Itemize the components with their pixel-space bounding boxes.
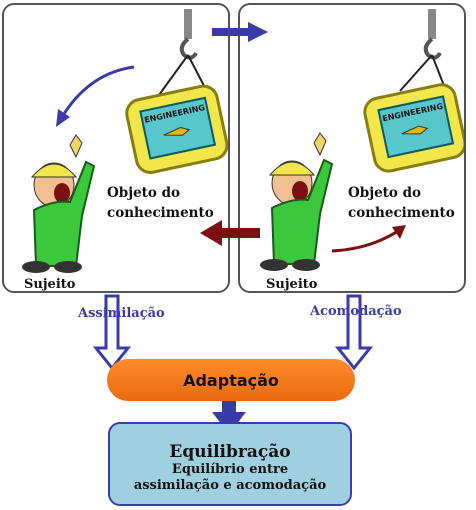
arrowhead-blue-icon <box>56 109 70 127</box>
bucket-icon: ENGINEERING <box>125 84 228 174</box>
equilibration-box: Equilibração Equilíbrio entre assimilaçã… <box>108 422 352 506</box>
crane-hook-icon <box>158 9 215 106</box>
accommodation-label: Acomodação <box>310 304 402 319</box>
person-icon <box>22 134 96 273</box>
adaptation-label: Adaptação <box>183 370 279 390</box>
accommodation-illustration: ENGINEERING <box>260 9 464 271</box>
bucket-icon: ENGINEERING <box>363 83 464 173</box>
crane-hook-icon <box>399 9 451 102</box>
panel-assimilation: ENGINEERING Objeto do conhecimento Sujei… <box>2 3 230 293</box>
assimilation-down-arrow-icon <box>92 294 132 371</box>
equilibration-line1: Equilíbrio entre <box>171 462 289 477</box>
assimilation-label: Assimilação <box>78 306 165 321</box>
adaptation-box: Adaptação <box>107 359 355 401</box>
arrow-left-red-icon <box>200 220 260 246</box>
assimilation-illustration: ENGINEERING <box>22 9 228 273</box>
accommodation-down-arrow-icon <box>334 294 374 371</box>
object-label-line2: conhecimento <box>348 205 455 221</box>
equilibration-title: Equilibração <box>169 442 291 462</box>
equilibration-line2: assimilação e acomodação <box>133 478 327 493</box>
object-label-line2: conhecimento <box>107 205 214 221</box>
object-label-line1: Objeto do <box>348 185 422 201</box>
object-label-line1: Objeto do <box>107 185 181 201</box>
panel-accommodation: ENGINEERING Objeto do conhecimento Sujei… <box>238 3 466 293</box>
arrowhead-red-icon <box>392 225 406 239</box>
subject-label: Sujeito <box>266 277 318 292</box>
subject-label: Sujeito <box>24 277 76 292</box>
arrow-right-blue-icon <box>212 22 268 42</box>
person-icon <box>260 132 334 271</box>
